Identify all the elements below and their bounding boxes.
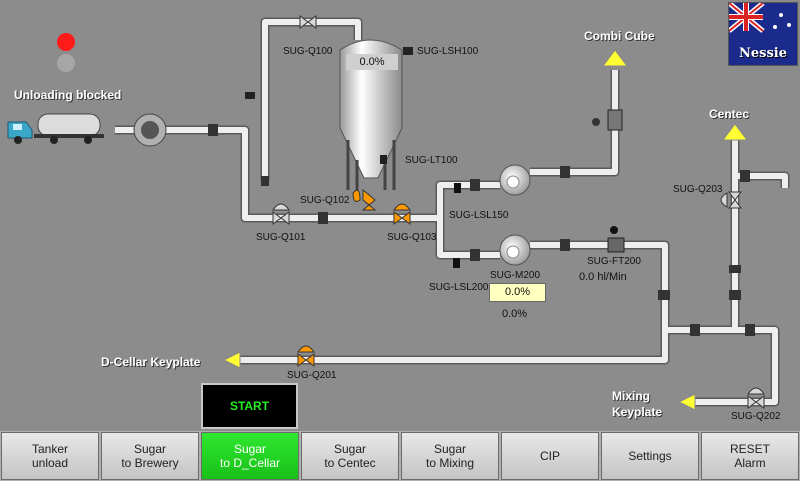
arrow-mixing-icon: [677, 393, 696, 411]
manual-valve-icon: [592, 109, 623, 131]
australian-flag-icon: [729, 3, 797, 65]
valve-q203-icon[interactable]: [720, 191, 742, 209]
dest-mixing-1: Mixing: [612, 389, 650, 403]
arrow-combi-cube-icon: [602, 49, 628, 67]
tag-lsh100: SUG-LSH100: [417, 46, 479, 57]
tag-q100: SUG-Q100: [283, 46, 333, 57]
unloading-status: Unloading blocked: [14, 88, 122, 102]
dest-centec: Centec: [709, 107, 750, 121]
arrow-d-cellar-icon: [222, 351, 241, 369]
start-button[interactable]: START: [201, 383, 298, 429]
tag-m200: SUG-M200: [490, 270, 541, 281]
dest-mixing-2: Keyplate: [612, 405, 663, 419]
status-lamp-grey: [57, 54, 75, 72]
tag-q103: SUG-Q103: [387, 232, 437, 243]
tag-ft200: SUG-FT200: [587, 256, 641, 267]
valve-q201-icon[interactable]: [297, 345, 315, 367]
m200-output-readout: 0.0%: [502, 308, 528, 320]
sensor-lt100-icon: [380, 155, 387, 164]
tank-level-readout: 0.0%: [346, 54, 398, 70]
m200-speed-input[interactable]: 0.0%: [489, 283, 546, 302]
valve-q202-icon[interactable]: [747, 387, 765, 409]
nav-settings[interactable]: Settings: [601, 432, 699, 480]
sensor-pipe-icon: [245, 92, 255, 99]
process-diagram: [7, 15, 790, 411]
nav-sugar-to-mixing[interactable]: Sugar to Mixing: [401, 432, 499, 480]
nav-reset-alarm[interactable]: RESET Alarm: [701, 432, 799, 480]
pump-lsl150-icon: [499, 164, 531, 196]
flowmeter-ft200-icon: [607, 226, 625, 253]
nav-sugar-to-brewery[interactable]: Sugar to Brewery: [101, 432, 199, 480]
tag-q203: SUG-Q203: [673, 184, 723, 195]
nav-tanker-unload[interactable]: Tanker unload: [1, 432, 99, 480]
tag-lsl150: SUG-LSL150: [449, 210, 509, 221]
nav-sugar-to-centec[interactable]: Sugar to Centec: [301, 432, 399, 480]
status-lamp-red: [57, 33, 75, 51]
sensor-lsl200-icon: [453, 258, 460, 268]
sensor-lsl150-icon: [454, 183, 461, 193]
sugar-silo-icon: [339, 39, 413, 190]
unloading-pump-icon: [133, 113, 167, 147]
tag-lsl200: SUG-LSL200: [429, 282, 489, 293]
nessie-logo: Nessie: [728, 2, 798, 66]
dest-combi-cube: Combi Cube: [584, 29, 655, 43]
tag-q101: SUG-Q101: [256, 232, 306, 243]
navigation-bar: Tanker unload Sugar to Brewery Sugar to …: [0, 431, 800, 481]
valve-q100-icon[interactable]: [299, 15, 317, 29]
logo-text: Nessie: [738, 46, 787, 61]
valve-q102-icon[interactable]: [352, 188, 377, 211]
valve-q101-icon[interactable]: [272, 203, 290, 225]
tanker-truck-icon: [7, 113, 104, 144]
pipe-fittings: [208, 124, 755, 336]
tag-q202: SUG-Q202: [731, 411, 781, 422]
valve-q103-icon[interactable]: [393, 203, 411, 225]
tag-lt100: SUG-LT100: [405, 155, 458, 166]
tag-q102: SUG-Q102: [300, 195, 350, 206]
pipes: [115, 19, 788, 405]
pump-m200-icon: [499, 234, 531, 266]
tag-q201: SUG-Q201: [287, 370, 337, 381]
nav-cip[interactable]: CIP: [501, 432, 599, 480]
nav-sugar-to-d-cellar[interactable]: Sugar to D_Cellar: [201, 432, 299, 480]
dest-d-cellar: D-Cellar Keyplate: [101, 355, 201, 369]
arrow-centec-icon: [722, 123, 748, 141]
ft200-flow-readout: 0.0 hl/Min: [579, 271, 627, 283]
